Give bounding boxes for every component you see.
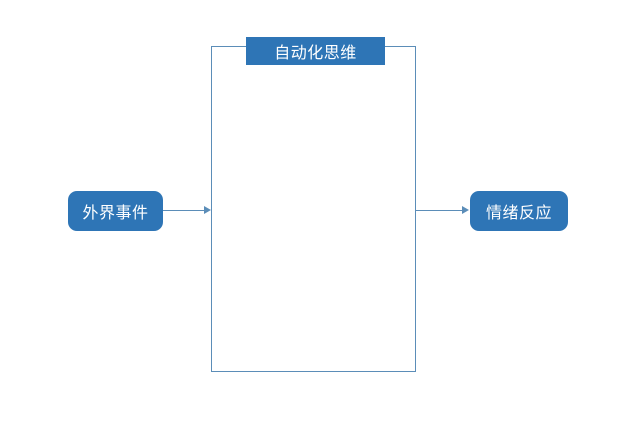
loop-path-connector (211, 46, 416, 372)
node-emotional-response[interactable]: 情绪反应 (470, 191, 568, 231)
arrow-external-to-loop (163, 210, 205, 211)
node-external-event[interactable]: 外界事件 (68, 191, 163, 231)
node-external-event-label: 外界事件 (82, 203, 149, 222)
node-automatic-thought-label: 自动化思维 (274, 43, 357, 62)
arrow-external-to-loop-head-icon (204, 206, 211, 214)
arrow-loop-to-emotion (416, 210, 463, 211)
arrow-loop-to-emotion-head-icon (462, 206, 469, 214)
node-automatic-thought[interactable]: 自动化思维 (246, 37, 385, 65)
node-emotional-response-label: 情绪反应 (485, 203, 552, 222)
